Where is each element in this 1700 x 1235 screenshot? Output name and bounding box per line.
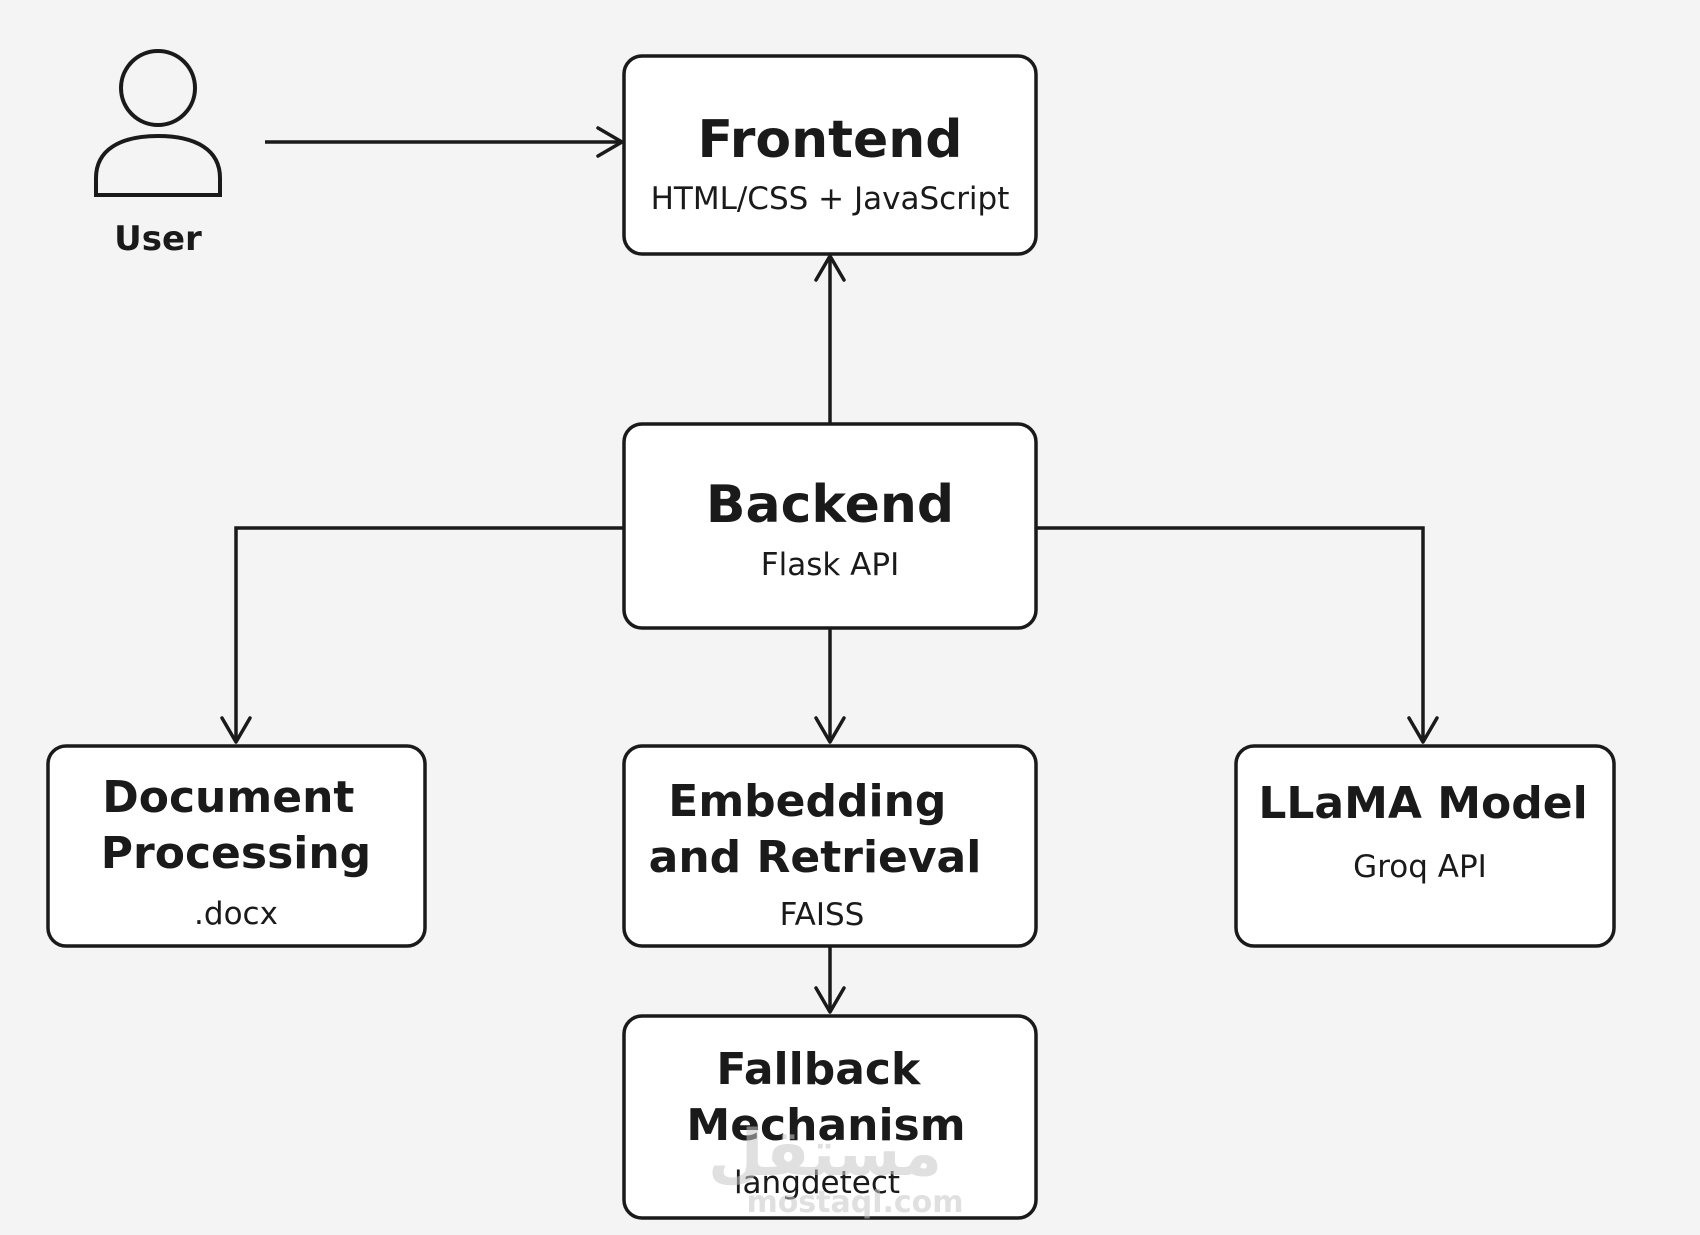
node-document-processing: Document Processing .docx bbox=[46, 744, 427, 948]
user-icon bbox=[94, 49, 222, 197]
node-embedding-title-line-2: and Retrieval bbox=[649, 832, 982, 883]
edges bbox=[220, 126, 1439, 1014]
arrowhead-backend-document bbox=[220, 716, 252, 744]
user-actor: User bbox=[94, 49, 222, 259]
svg-text:Backend: Backend bbox=[706, 475, 954, 535]
arrowhead-user-frontend bbox=[596, 126, 624, 158]
node-llama-subtitle: Groq API bbox=[1353, 849, 1487, 885]
node-backend: Backend Flask API bbox=[622, 422, 1038, 630]
node-embedding-title-line-1: Embedding bbox=[668, 776, 946, 827]
arrowhead-backend-frontend bbox=[814, 254, 846, 282]
node-llama-title-line-1: LLaMA Model bbox=[1258, 778, 1587, 829]
user-label: User bbox=[114, 219, 202, 259]
node-fallback-mechanism: Fallback Mechanism langdetect bbox=[622, 1014, 1038, 1220]
arrowhead-embedding-fallback bbox=[814, 986, 846, 1014]
svg-text:Fallback Mechanism: Fallback Mechanism bbox=[686, 1044, 965, 1151]
node-document-title-line-1: Document bbox=[102, 772, 354, 823]
node-frontend: Frontend HTML/CSS + JavaScript bbox=[622, 54, 1038, 256]
svg-text:Frontend: Frontend bbox=[698, 110, 963, 170]
node-fallback-title-line-2: Mechanism bbox=[686, 1100, 965, 1151]
node-document-subtitle: .docx bbox=[194, 896, 278, 932]
edge-backend-document bbox=[234, 526, 624, 740]
svg-text:Embedding and Retrieval: Embedding and Retrieval bbox=[649, 776, 982, 883]
arrowhead-backend-llama bbox=[1407, 716, 1439, 744]
node-frontend-subtitle: HTML/CSS + JavaScript bbox=[651, 181, 1010, 217]
arrowhead-backend-embedding bbox=[814, 716, 846, 744]
node-backend-title-line-1: Backend bbox=[706, 475, 954, 535]
svg-text:Document Processing: Document Processing bbox=[101, 772, 371, 879]
node-fallback-title-line-1: Fallback bbox=[716, 1044, 922, 1095]
node-document-title-line-2: Processing bbox=[101, 828, 371, 879]
node-fallback-subtitle: langdetect bbox=[734, 1165, 900, 1201]
node-embedding-subtitle: FAISS bbox=[780, 897, 865, 933]
node-backend-subtitle: Flask API bbox=[761, 547, 899, 583]
watermark: مستقل mostaql.com bbox=[708, 1117, 964, 1220]
watermark-arabic: مستقل bbox=[708, 1117, 942, 1191]
edge-backend-llama bbox=[1036, 526, 1425, 740]
node-llama-model: LLaMA Model Groq API bbox=[1234, 744, 1616, 948]
svg-text:LLaMA Model: LLaMA Model bbox=[1258, 778, 1587, 829]
node-embedding-retrieval: Embedding and Retrieval FAISS bbox=[622, 744, 1038, 948]
node-frontend-title-line-1: Frontend bbox=[698, 110, 963, 170]
watermark-latin: mostaql.com bbox=[746, 1185, 963, 1220]
